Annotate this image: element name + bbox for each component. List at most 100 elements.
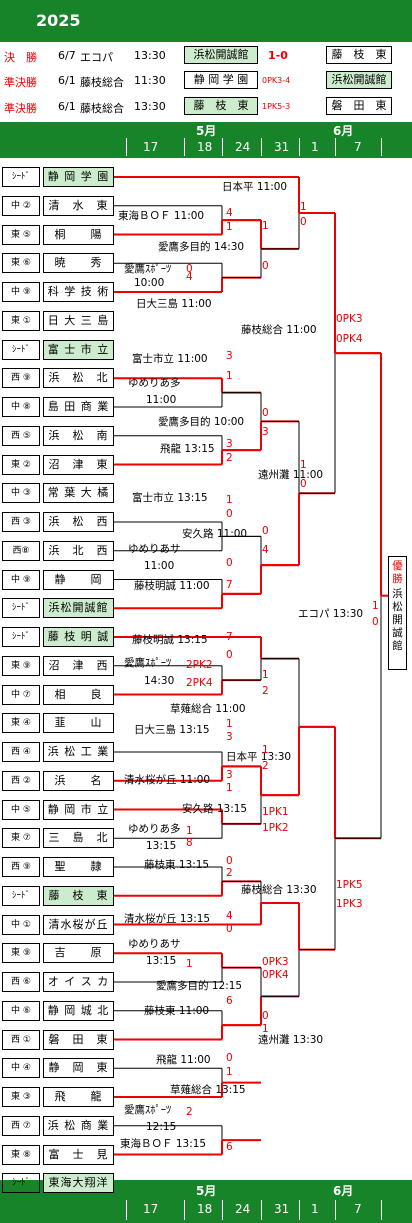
- score-value: 1: [226, 370, 233, 382]
- round-label: 決 勝: [4, 51, 37, 64]
- team-name: 静 岡 東: [43, 1058, 114, 1079]
- team-name: 清水桜が丘: [43, 914, 114, 935]
- score-value: 3: [226, 731, 233, 743]
- score-value: 3: [262, 426, 269, 438]
- seed-label: 東 ①: [2, 310, 40, 331]
- match-venue-label: 清水桜が丘 11:00: [124, 774, 211, 786]
- score-value: 2: [262, 685, 269, 697]
- score-value: 1PK5: [336, 879, 363, 891]
- day-label: 17: [143, 140, 159, 154]
- match-venue-label: 愛鷹ｽﾎﾟｰﾂ: [124, 263, 172, 275]
- team-name: 島 田 商 業: [43, 397, 114, 417]
- score-value: 2PK2: [186, 659, 213, 671]
- match-time: 13:30: [134, 100, 166, 113]
- match-venue-label: 藤枝明誠 11:00: [134, 580, 210, 592]
- seed-label: 東 ③: [2, 1087, 40, 1107]
- score-value: 1PK3: [336, 898, 363, 910]
- team-name: オ イ ス カ: [43, 972, 114, 992]
- match-time: 11:30: [134, 74, 166, 87]
- seed-label: 中 ⑤: [2, 799, 40, 820]
- match-venue-label: 愛鷹ｽﾎﾟｰﾂ: [124, 657, 172, 669]
- score-value: 0: [262, 407, 269, 419]
- team-name: 富 士 見: [43, 1144, 114, 1165]
- score-value: 0: [262, 1010, 269, 1022]
- score-value: 0: [226, 1052, 233, 1064]
- round-label: 準決勝: [4, 102, 37, 115]
- match-venue-label: 愛鷹多目的 14:30: [158, 241, 245, 253]
- result-team2: 浜松開誠館: [326, 71, 392, 89]
- match-venue-label: 草薙総合 13:15: [170, 1084, 246, 1096]
- day-label: 24: [235, 140, 251, 154]
- day-separator: [335, 138, 336, 156]
- score-value: 1: [262, 1023, 269, 1035]
- result-score: 1-0: [268, 49, 288, 62]
- seed-label: 西⑧: [2, 540, 40, 561]
- score-value: 0: [186, 263, 193, 275]
- match-venue-label: 日本平 11:00: [222, 181, 288, 193]
- match-venue-label: 富士市立 11:00: [132, 353, 208, 365]
- champion-box: 優勝 浜松開誠館: [388, 556, 407, 670]
- seed-label: 東 ⑤: [2, 224, 40, 245]
- score-value: 0: [262, 260, 269, 272]
- seed-label: 西 ⑨: [2, 857, 40, 877]
- match-venue-label: 東海ＢＯＦ 11:00: [118, 210, 205, 222]
- day-label: 31: [274, 1202, 290, 1216]
- team-name: 飛 龍: [43, 1087, 114, 1107]
- team-name: 静 岡 市 立: [43, 799, 114, 820]
- score-value: 0PK3: [336, 313, 363, 325]
- day-separator: [381, 138, 382, 156]
- team-name: 藤 枝 明 誠: [43, 627, 114, 647]
- score-value: 7: [226, 631, 233, 643]
- seed-label: ｼｰﾄﾞ: [2, 627, 40, 647]
- score-value: 1: [300, 459, 307, 471]
- match-venue-label: 愛鷹ｽﾎﾟｰﾂ: [124, 1104, 172, 1116]
- team-name: 三 島 北: [43, 828, 114, 849]
- result-score: 1PK5-3: [262, 102, 291, 111]
- day-separator: [222, 138, 223, 156]
- result-team2: 磐 田 東: [326, 97, 392, 115]
- match-venue-label: 安久路 11:00: [182, 528, 248, 540]
- seed-label: 西 ③: [2, 512, 40, 532]
- seed-label: 西 ⑨: [2, 368, 40, 389]
- match-venue-label: 藤枝総合 13:30: [241, 884, 317, 896]
- day-separator: [335, 1200, 336, 1220]
- day-separator: [261, 1200, 262, 1220]
- seed-label: 西 ⑤: [2, 425, 40, 446]
- match-venue-label: 日大三島 11:00: [136, 298, 212, 310]
- team-name: 暁 秀: [43, 253, 114, 274]
- match-time: 13:30: [134, 49, 166, 62]
- day-label: 17: [143, 1202, 159, 1216]
- seed-label: ｼｰﾄﾞ: [2, 167, 40, 187]
- score-value: 1: [226, 718, 233, 730]
- score-value: 1: [226, 1066, 233, 1078]
- seed-label: 中 ②: [2, 195, 40, 216]
- score-value: 0: [226, 649, 233, 661]
- score-value: 1: [262, 744, 269, 756]
- team-name: 浜 北 西: [43, 540, 114, 561]
- day-label: 1: [311, 140, 319, 154]
- day-separator: [261, 138, 262, 156]
- score-value: 2: [186, 1106, 193, 1118]
- seed-label: 中 ⑨: [2, 569, 40, 590]
- score-value: 1: [226, 494, 233, 506]
- day-separator: [299, 138, 300, 156]
- match-date: 6/7: [58, 49, 76, 62]
- day-label: 31: [274, 140, 290, 154]
- team-name: 日 大 三 島: [43, 310, 114, 331]
- team-name: 浜松開誠館: [43, 598, 114, 619]
- seed-label: ｼｰﾄﾞ: [2, 1173, 40, 1194]
- team-name: 科 学 技 術: [43, 282, 114, 302]
- seed-label: 東 ⑨: [2, 943, 40, 964]
- seed-label: 西 ①: [2, 1029, 40, 1050]
- score-value: 1: [300, 201, 307, 213]
- match-venue-label: 愛鷹多目的 10:00: [158, 416, 245, 428]
- seed-label: ｼｰﾄﾞ: [2, 339, 40, 360]
- seed-label: 中 ⑨: [2, 282, 40, 302]
- score-value: 1: [226, 782, 233, 794]
- score-value: 6: [226, 1141, 233, 1153]
